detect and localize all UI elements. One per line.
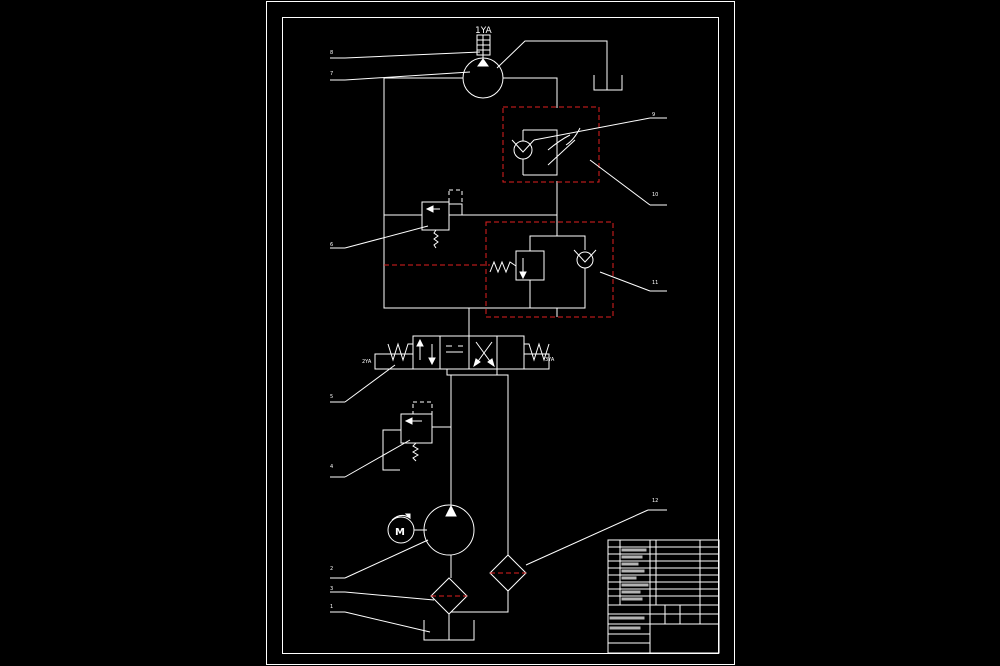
callout-5: 5 [330,394,333,400]
sheet-inner-border [282,17,719,654]
sequence-valve-group-box [485,221,614,318]
leader-12 [525,509,649,566]
leader-8 [344,51,481,59]
leader-2 [344,539,429,579]
leader-1 [344,611,431,633]
sheet-outer-border [266,1,735,665]
main-circuit-lines [383,77,558,336]
leader-3 [344,591,435,601]
solenoid-2ya-label: 2YA [362,359,372,365]
pump [423,504,475,578]
leader-11 [599,271,651,292]
callout-10: 10 [652,192,658,198]
callout-3: 3 [330,586,333,592]
pump-lines [450,374,509,613]
leader-7 [344,71,471,81]
callout-1: 1 [330,604,333,610]
callout-12: 12 [652,498,658,504]
callout-8: 8 [330,50,333,56]
callout-2: 2 [330,566,333,572]
check-valve-pair [511,127,581,176]
check-valve-group-box [502,106,600,183]
solenoid-1ya-label: 1YA [475,26,493,36]
sequence-valve [489,223,586,308]
relief-valve-4 [382,401,451,471]
relief-valve-6 [421,189,463,249]
leader-5 [344,364,396,403]
directional-valve-5 [374,335,550,376]
callout-11: 11 [652,280,658,286]
motor [387,513,427,544]
leader-4 [344,439,411,478]
title-block [607,539,720,654]
return-filter [489,554,527,592]
callout-7: 7 [330,71,333,77]
motor-label: M [395,527,405,538]
suction-filter [423,577,475,641]
leader-6 [344,225,429,249]
top-tank [496,40,623,91]
leader-lines-top-right [533,117,667,206]
check-valve-11 [530,249,597,309]
solenoid-3ya-label: 3YA [545,357,555,363]
callout-9: 9 [652,112,655,118]
callout-6: 6 [330,242,333,248]
top-valve-assembly [462,34,504,99]
callout-4: 4 [330,464,333,470]
